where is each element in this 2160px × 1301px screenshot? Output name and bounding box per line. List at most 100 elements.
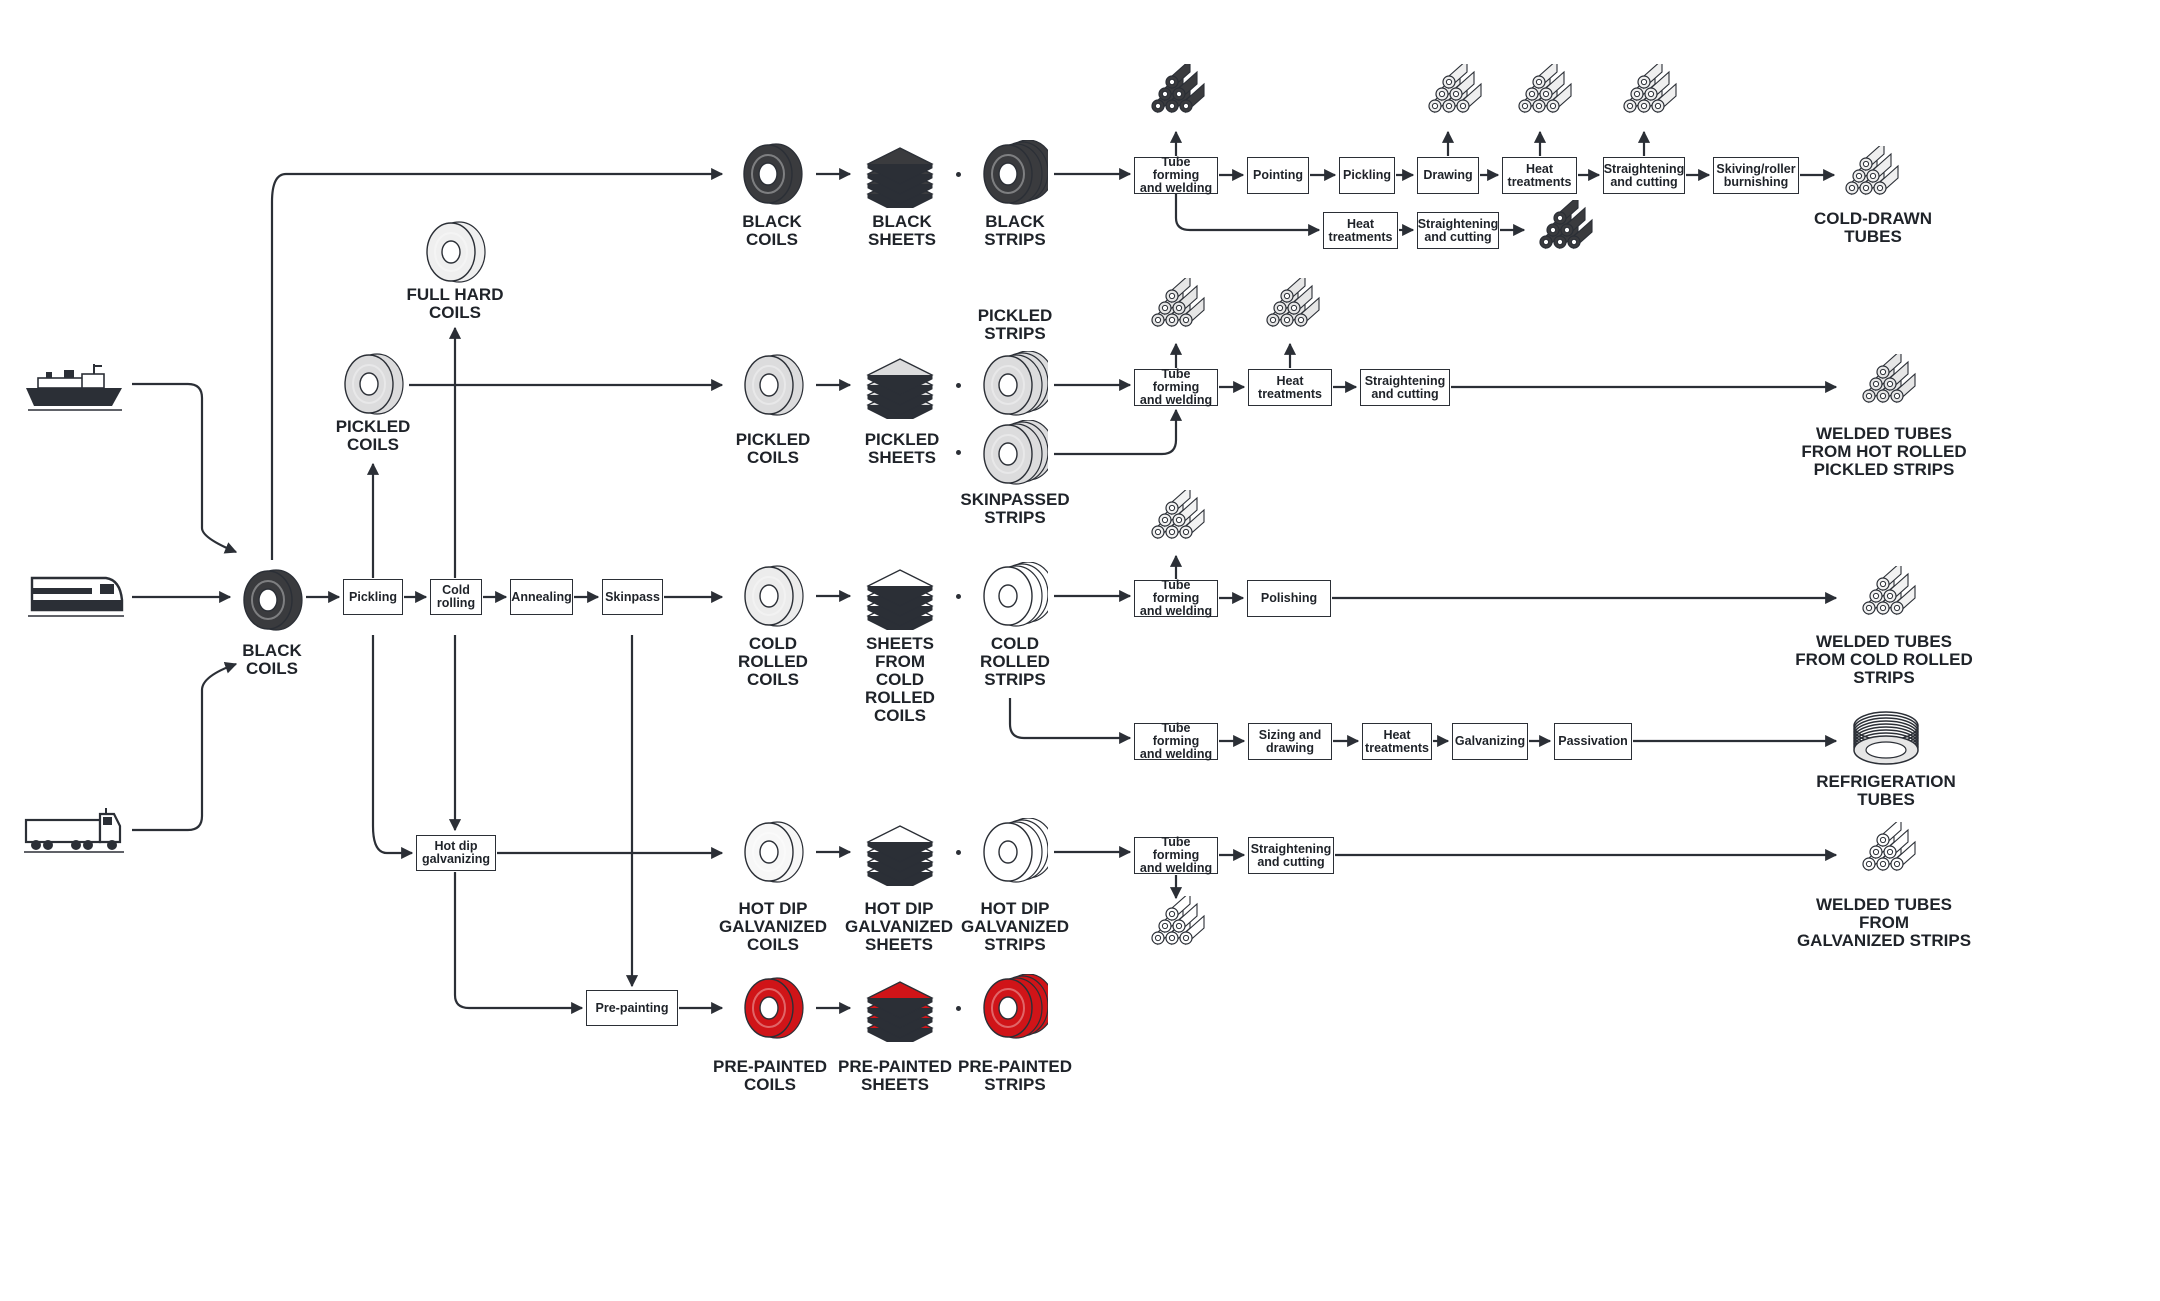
- label-black-coils-src: BLACK COILS: [242, 641, 302, 678]
- label-pickled-sheets: PICKLED SHEETS: [864, 430, 940, 467]
- flow-arrow: [132, 661, 238, 832]
- step-r4-galv: Galvanizing: [1452, 723, 1528, 760]
- train-icon: [28, 576, 124, 617]
- flow-arrow: [371, 635, 414, 860]
- label-pp-strips: PRE-PAINTED STRIPS: [958, 1057, 1072, 1094]
- flow-arrow: [132, 382, 238, 554]
- coil-icon: [243, 569, 303, 631]
- step-cold-rolling: Cold rolling: [430, 579, 482, 615]
- step-r5-straight: Straightening and cutting: [1248, 837, 1334, 874]
- separator-dot: [955, 171, 961, 177]
- flow-arrow: [1174, 194, 1321, 237]
- tube-bundle-icon: [1151, 490, 1205, 540]
- tube-bundle-icon: [1862, 566, 1916, 616]
- label-full-hard: FULL HARD COILS: [406, 285, 504, 322]
- step-hot-dip: Hot dip galvanizing: [416, 835, 496, 871]
- tube-bundle-icon: [1623, 64, 1677, 114]
- separator-dot: [955, 1005, 961, 1011]
- flow-arrow: [1054, 408, 1183, 456]
- step-r2-heat: Heat treatments: [1248, 369, 1332, 406]
- truck-icon: [24, 808, 124, 853]
- step-r1-skiving: Skiving/roller burnishing: [1713, 157, 1799, 194]
- step-pre-painting: Pre-painting: [586, 990, 678, 1026]
- coil-icon: [743, 143, 803, 205]
- label-hdg-coils: HOT DIP GALVANIZED COILS: [719, 899, 827, 954]
- label-pickled-coils: PICKLED COILS: [735, 430, 811, 467]
- step-pickling: Pickling: [343, 579, 403, 615]
- coil-icon: [744, 977, 804, 1039]
- flow-arrow: [453, 872, 584, 1015]
- step-r4-tube: Tube forming and welding: [1134, 722, 1218, 761]
- label-cold-drawn: COLD-DRAWN TUBES: [1813, 209, 1933, 246]
- label-hdg-sheets: HOT DIP GALVANIZED SHEETS: [845, 899, 953, 954]
- step-r4-pass: Passivation: [1554, 723, 1632, 760]
- strip-rolls-icon: [983, 562, 1048, 627]
- label-pp-coils: PRE-PAINTED COILS: [713, 1057, 827, 1094]
- tube-bundle-icon: [1518, 64, 1572, 114]
- flow-arrow: [1008, 698, 1132, 745]
- label-refrigeration: REFRIGERATION TUBES: [1816, 772, 1956, 809]
- step-r1-drawing: Drawing: [1417, 157, 1479, 194]
- strip-rolls-icon: [983, 140, 1048, 205]
- separator-dot: [955, 593, 961, 599]
- label-black-strips: BLACK STRIPS: [984, 212, 1046, 249]
- sheet-stack-icon: [866, 147, 934, 208]
- strip-rolls-icon: [983, 974, 1048, 1039]
- label-cold-sheets: SHEETS FROM COLD ROLLED COILS: [865, 634, 935, 725]
- coil-icon: [344, 353, 404, 415]
- flow-arrow: [270, 167, 724, 560]
- tube-coil-icon: [1853, 711, 1919, 765]
- step-r5-tube: Tube forming and welding: [1134, 836, 1218, 875]
- sheet-stack-icon: [866, 825, 934, 886]
- label-pickled-coils-src: PICKLED COILS: [335, 417, 411, 454]
- tube-bundle-icon: [1151, 896, 1205, 946]
- tube-bundle-icon: [1862, 822, 1916, 872]
- step-r2-tube: Tube forming and welding: [1134, 368, 1218, 407]
- label-cold-strips: COLD ROLLED STRIPS: [980, 634, 1050, 689]
- step-r1b-straight: Straightening and cutting: [1417, 212, 1499, 249]
- ship-icon: [26, 364, 122, 411]
- coil-icon: [744, 565, 804, 627]
- step-r1-tube: Tube forming and welding: [1134, 156, 1218, 195]
- sheet-stack-icon: [866, 569, 934, 630]
- strip-rolls-icon: [983, 818, 1048, 883]
- tube-bundle-icon: [1845, 146, 1899, 196]
- step-r3-tube: Tube forming and welding: [1134, 579, 1218, 618]
- tube-bundle-icon: [1862, 354, 1916, 404]
- coil-icon: [426, 221, 486, 283]
- tube-bundle-icon: [1151, 64, 1205, 114]
- label-skinpassed-strips: SKINPASSED STRIPS: [960, 490, 1070, 527]
- sheet-stack-icon: [866, 358, 934, 419]
- step-r1-pointing: Pointing: [1247, 157, 1309, 194]
- step-r4-heat: Heat treatments: [1362, 723, 1432, 760]
- label-welded-galv: WELDED TUBES FROM GALVANIZED STRIPS: [1796, 895, 1972, 950]
- label-black-coils: BLACK COILS: [742, 212, 802, 249]
- strip-rolls-icon: [983, 351, 1048, 416]
- step-skinpass: Skinpass: [602, 579, 663, 615]
- coil-icon: [744, 821, 804, 883]
- step-r4-sizing: Sizing and drawing: [1248, 723, 1332, 760]
- label-pickled-strips: PICKLED STRIPS: [977, 306, 1053, 343]
- tube-bundle-icon: [1266, 278, 1320, 328]
- label-pp-sheets: PRE-PAINTED SHEETS: [838, 1057, 952, 1094]
- label-welded-hot: WELDED TUBES FROM HOT ROLLED PICKLED STR…: [1801, 424, 1967, 479]
- label-welded-cold: WELDED TUBES FROM COLD ROLLED STRIPS: [1795, 632, 1973, 687]
- label-black-sheets: BLACK SHEETS: [867, 212, 937, 249]
- step-r1b-heat: Heat treatments: [1323, 212, 1398, 249]
- label-cold-rolled-coils: COLD ROLLED COILS: [738, 634, 808, 689]
- separator-dot: [955, 449, 961, 455]
- strip-rolls-icon: [983, 420, 1048, 485]
- separator-dot: [955, 382, 961, 388]
- label-hdg-strips: HOT DIP GALVANIZED STRIPS: [961, 899, 1069, 954]
- sheet-stack-icon: [866, 981, 934, 1042]
- tube-bundle-icon: [1539, 200, 1593, 250]
- step-r1-pickling: Pickling: [1339, 157, 1395, 194]
- step-r1-straight: Straightening and cutting: [1603, 157, 1685, 194]
- tube-bundle-icon: [1428, 64, 1482, 114]
- separator-dot: [955, 849, 961, 855]
- step-r1-heat: Heat treatments: [1502, 157, 1577, 194]
- step-annealing: Annealing: [510, 579, 573, 615]
- tube-bundle-icon: [1151, 278, 1205, 328]
